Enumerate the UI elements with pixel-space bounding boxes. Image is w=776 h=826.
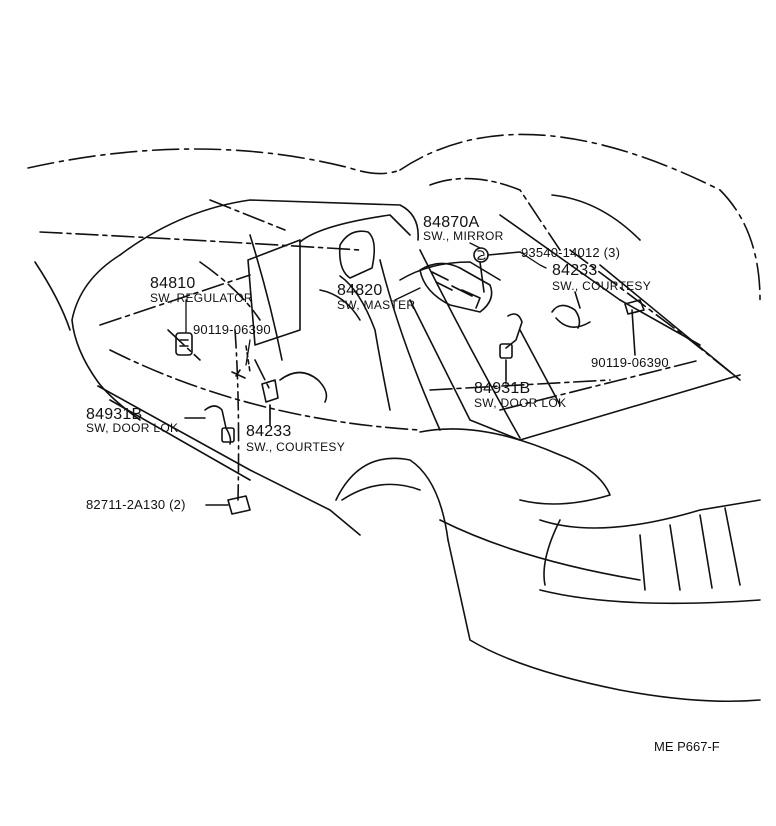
master-switch-part — [419, 262, 493, 313]
car-body-outline — [27, 133, 761, 703]
part-number-84233-left: 84233 — [246, 423, 292, 440]
screw-right-part — [624, 299, 645, 356]
part-desc-mirror: SW., MIRROR — [423, 229, 504, 243]
part-desc-courtesy-left: SW., COURTESY — [246, 440, 346, 454]
screw-left-part — [231, 345, 251, 379]
bracket-part — [205, 495, 251, 515]
part-number-84931b-right: 84931B — [474, 380, 531, 397]
courtesy-switch-right-part — [551, 291, 591, 329]
part-number-90119-left: 90119-06390 — [193, 322, 271, 337]
part-number-84233-right: 84233 — [552, 262, 598, 279]
part-number-84931b-left: 84931B — [86, 406, 143, 423]
clip-part — [473, 247, 521, 293]
part-desc-master: SW, MASTER — [337, 298, 416, 312]
leader-lines — [185, 242, 547, 421]
part-desc-door-lock-left: SW, DOOR LOK — [86, 421, 179, 435]
part-number-84820: 84820 — [337, 282, 383, 299]
part-desc-regulator: SW, REGULATOR — [150, 291, 253, 305]
part-number-84870a: 84870A — [423, 214, 480, 231]
door-lock-switch-left-part — [184, 405, 235, 445]
diagram-reference-code: ME P667-F — [654, 739, 720, 754]
part-number-82711: 82711-2A130 (2) — [86, 497, 186, 512]
part-number-84810: 84810 — [150, 275, 196, 292]
part-desc-door-lock-right: SW, DOOR LOK — [474, 396, 567, 410]
regulator-switch-part — [175, 332, 193, 356]
door-lock-switch-right-part — [499, 313, 523, 381]
part-desc-courtesy-right: SW., COURTESY — [552, 279, 652, 293]
part-number-93540: 93540-14012 (3) — [521, 245, 621, 260]
part-number-90119-right: 90119-06390 — [591, 355, 669, 370]
